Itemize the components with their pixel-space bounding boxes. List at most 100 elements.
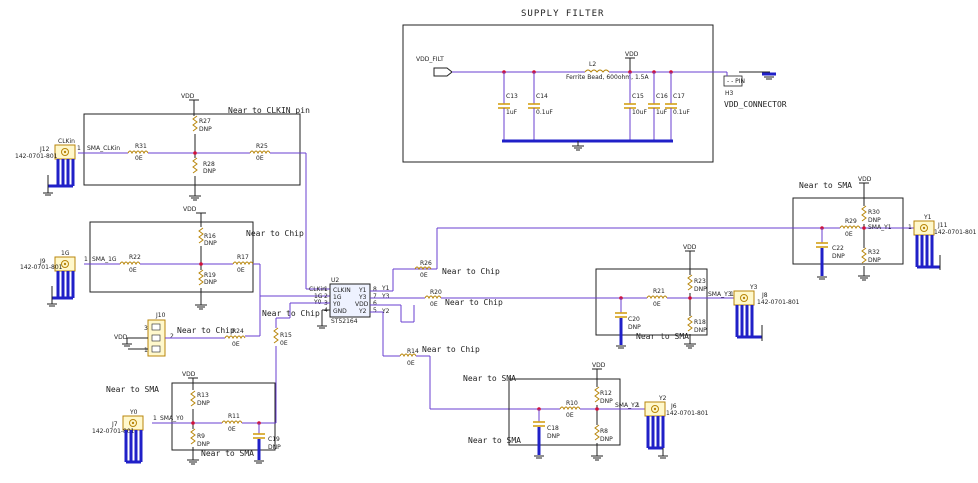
svg-text:DNP: DNP	[694, 286, 707, 293]
svg-text:C19: C19	[268, 436, 280, 443]
svg-text:Y0: Y0	[129, 409, 138, 416]
resistor-r10	[559, 406, 581, 411]
resistor-r26	[414, 266, 432, 271]
y2-frame	[508, 378, 621, 446]
svg-text:Y1: Y1	[358, 287, 367, 294]
svg-text:C17: C17	[673, 93, 685, 100]
resistor-r32	[861, 247, 867, 264]
resistor-r24	[224, 335, 246, 340]
svg-text:1: 1	[730, 291, 734, 298]
svg-text:Y3: Y3	[749, 284, 758, 291]
svg-text:R24: R24	[232, 328, 244, 335]
svg-text:C13: C13	[506, 93, 518, 100]
svg-text:R29: R29	[845, 218, 857, 225]
svg-text:R11: R11	[228, 413, 240, 420]
svg-text:R30: R30	[868, 209, 880, 216]
svg-text:1: 1	[84, 256, 88, 263]
svg-text:Y3: Y3	[381, 293, 390, 300]
capacitor-c14: C14 0.1uF	[528, 70, 553, 140]
y1-chip-note: Near to Chip	[442, 267, 500, 276]
svg-text:J6: J6	[670, 403, 677, 410]
ground-icon	[591, 455, 603, 461]
ground-icon	[684, 343, 696, 349]
svg-text:6: 6	[373, 300, 377, 307]
svg-text:1uF: 1uF	[656, 109, 668, 116]
resistor-r25	[249, 150, 271, 155]
resistor-r14	[399, 353, 417, 358]
svg-text:1G: 1G	[61, 250, 70, 257]
svg-text:VDD: VDD	[114, 334, 128, 341]
resistor-r17	[232, 261, 254, 266]
svg-text:VDD: VDD	[592, 362, 606, 369]
resistor-r8	[594, 424, 600, 441]
svg-text:J8: J8	[761, 292, 768, 299]
svg-text:1G: 1G	[333, 294, 342, 301]
svg-text:0E: 0E	[420, 272, 428, 279]
svg-text:5: 5	[373, 307, 377, 314]
svg-text:142-0701-801: 142-0701-801	[934, 229, 977, 236]
y2-note2: Near to SMA	[468, 436, 521, 445]
resistor-r30	[861, 205, 867, 222]
ch1g-note: Near to Chip	[246, 229, 304, 238]
ground-icon	[858, 275, 870, 281]
resistor-r20	[424, 295, 442, 300]
svg-text:SMA_Y0: SMA_Y0	[160, 415, 184, 422]
svg-text:C18: C18	[547, 425, 559, 432]
svg-text:DNP: DNP	[628, 324, 641, 331]
y1-note: Near to SMA	[799, 181, 852, 190]
ground-icon	[195, 304, 207, 310]
resistor-r11	[221, 420, 243, 425]
svg-text:R31: R31	[135, 143, 147, 150]
svg-text:VDD_CONNECTOR: VDD_CONNECTOR	[724, 100, 787, 109]
svg-text:VDD: VDD	[355, 301, 369, 308]
svg-text:DNP: DNP	[197, 400, 210, 407]
svg-text:142-0701-801: 142-0701-801	[757, 299, 800, 306]
resistor-r13	[190, 390, 196, 407]
svg-text:CLKin: CLKin	[58, 138, 75, 145]
svg-text:1: 1	[153, 415, 157, 422]
svg-text:SMA_1G: SMA_1G	[92, 256, 117, 263]
resistor-r23	[687, 274, 693, 291]
svg-text:J7: J7	[111, 421, 118, 428]
svg-text:VDD: VDD	[858, 176, 872, 183]
svg-text:C14: C14	[536, 93, 548, 100]
svg-text:R32: R32	[868, 249, 880, 256]
clock-buffer-chip-u2: U2 ST52164 CLKIN 1G Y0 GND Y1 Y3 VDD Y2 …	[309, 277, 401, 329]
clkin-block: Near to CLKIN pin VDD R27 DNP R28 DNP SM…	[15, 93, 330, 290]
svg-text:H3: H3	[725, 90, 734, 97]
svg-text:DNP: DNP	[694, 327, 707, 334]
svg-text:1G: 1G	[314, 293, 323, 300]
svg-text:R18: R18	[694, 319, 706, 326]
sma-connector-y0: Y0 J7 142-0701-801	[92, 409, 144, 464]
resistor-r29	[839, 225, 861, 230]
svg-text:8: 8	[373, 286, 377, 293]
svg-text:Y0: Y0	[332, 301, 341, 308]
svg-text:Y2: Y2	[358, 308, 367, 315]
ground-icon	[189, 195, 201, 201]
svg-text:R8: R8	[600, 428, 608, 435]
svg-text:DNP: DNP	[203, 168, 216, 175]
capacitor-c17: C17 0.1uF	[665, 70, 690, 140]
y3-chip-note: Near to Chip	[445, 298, 503, 307]
svg-text:Y1: Y1	[381, 285, 390, 292]
svg-text:142-0701-801: 142-0701-801	[20, 264, 63, 271]
ch1g-frame	[89, 221, 254, 293]
svg-text:0E: 0E	[232, 341, 240, 348]
resistor-r19	[198, 269, 204, 286]
svg-text:R27: R27	[199, 118, 211, 125]
vdd-connector-h3: - - PIN H3 VDD_CONNECTOR	[723, 71, 787, 109]
svg-text:R21: R21	[653, 288, 665, 295]
svg-text:3: 3	[144, 325, 148, 332]
svg-text:VDD: VDD	[182, 371, 196, 378]
y0-chip-note: Near to Chip	[262, 309, 320, 318]
y3-note: Near to SMA	[636, 332, 689, 341]
svg-text:142-0701-801: 142-0701-801	[666, 410, 709, 417]
sma-connector-clkin: CLKin J12 142-0701-801	[15, 138, 76, 196]
svg-text:DNP: DNP	[868, 217, 881, 224]
svg-text:0E: 0E	[566, 412, 574, 419]
svg-text:0E: 0E	[237, 267, 245, 274]
svg-text:R19: R19	[204, 272, 216, 279]
svg-text:DNP: DNP	[204, 240, 217, 247]
svg-text:1: 1	[77, 145, 81, 152]
svg-text:CLKin: CLKin	[309, 286, 326, 293]
